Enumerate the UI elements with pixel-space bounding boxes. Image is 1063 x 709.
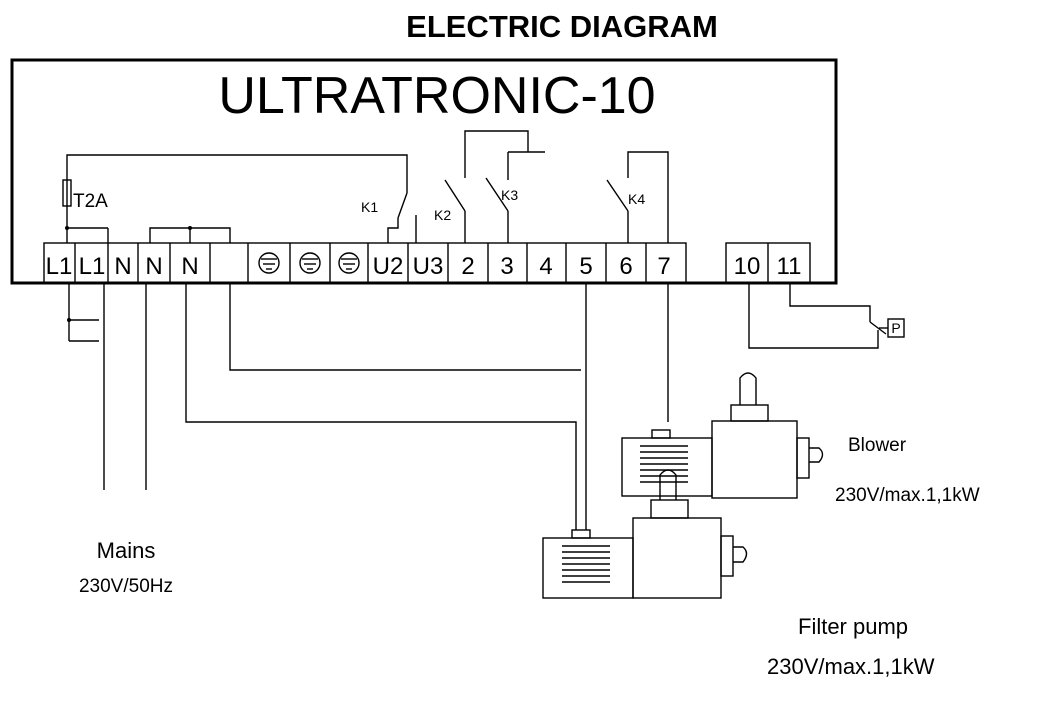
terminal-label: 10 [734,253,761,280]
terminal-label: L1 [79,253,106,280]
ground-icon [338,252,360,274]
diagram-title: ELECTRIC DIAGRAM [406,9,718,44]
blower-rating: 230V/max.1,1kW [835,485,980,506]
controller-name: ULTRATRONIC-10 [218,67,655,125]
blower-label: Blower [848,435,907,456]
terminal-label: 11 [777,253,802,280]
terminal-label: 6 [619,253,632,280]
ground-icon [258,252,280,274]
pressure-switch: P [869,318,905,338]
terminal-label: 7 [657,253,670,280]
blower-motor-icon [621,372,824,499]
terminal-label: L1 [46,253,73,280]
filter-pump-label: Filter pump [798,614,908,639]
terminal-label: 5 [579,253,592,280]
pressure-switch-label: P [891,320,900,336]
filter-pump-motor-icon [542,469,748,599]
filter-pump-rating: 230V/max.1,1kW [767,654,935,679]
relay-k2 [444,179,466,243]
relay-k1 [387,192,408,243]
external-wiring [67,283,879,530]
relay-k4 [606,179,629,243]
relay-label: K2 [434,207,451,223]
terminal-label: 2 [461,253,474,280]
mains-label: Mains [97,538,156,563]
terminal-label: N [181,253,198,280]
relay-label: K3 [501,187,518,203]
mains-rating: 230V/50Hz [79,576,173,597]
relay-label: K4 [628,191,645,207]
relay-label: K1 [361,199,378,215]
terminal-label: 3 [500,253,513,280]
terminal-label: 4 [539,253,552,280]
terminal-label: N [114,253,131,280]
ground-icon [299,252,321,274]
terminal-label: U3 [413,253,444,280]
internal-wiring [65,130,669,243]
terminal-label: U2 [373,253,404,280]
terminal-label: N [145,253,162,280]
fuse-label: T2A [73,191,108,212]
relay-k3 [485,152,509,243]
terminal-strip: L1 L1 N N N U2 U3 2 3 4 5 6 7 10 11 [43,242,811,284]
